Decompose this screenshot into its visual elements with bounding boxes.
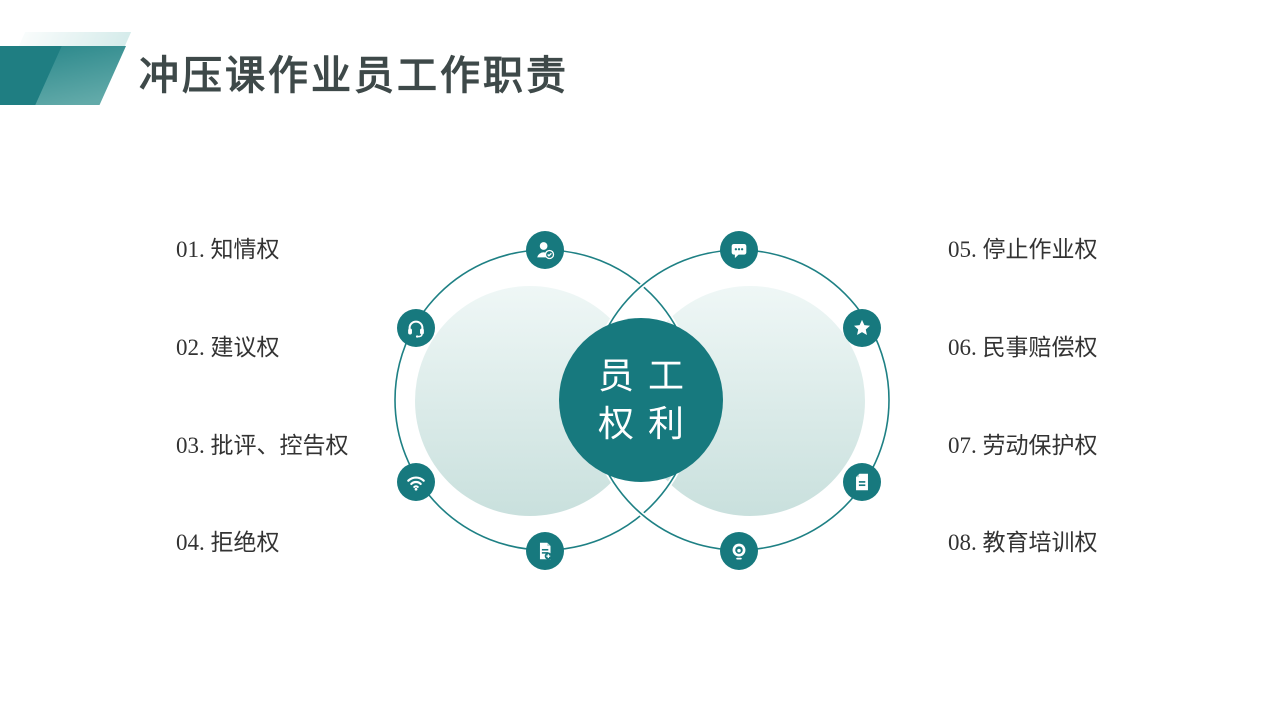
- list-item-07: 07. 劳动保护权: [948, 433, 1098, 458]
- list-item-01: 01. 知情权: [176, 237, 280, 262]
- star-icon: [843, 309, 881, 347]
- list-item-03: 03. 批评、控告权: [176, 433, 349, 458]
- document-add-icon: [526, 532, 564, 570]
- center-label: 员工 权利: [559, 320, 723, 480]
- chat-bubble-icon: [720, 231, 758, 269]
- document-lines-icon: [843, 463, 881, 501]
- list-item-04: 04. 拒绝权: [176, 530, 280, 555]
- wifi-icon: [397, 463, 435, 501]
- headset-icon: [397, 309, 435, 347]
- user-check-icon: [526, 231, 564, 269]
- list-item-06: 06. 民事赔偿权: [948, 335, 1098, 360]
- header-accent-shape: [0, 46, 126, 105]
- center-label-line1: 员工: [597, 356, 698, 396]
- center-circle: [559, 318, 723, 482]
- center-label-line2: 权利: [597, 404, 698, 444]
- page-title: 冲压课作业员工作职责: [139, 53, 569, 98]
- list-item-05: 05. 停止作业权: [948, 237, 1098, 262]
- list-item-02: 02. 建议权: [176, 335, 280, 360]
- webcam-icon: [720, 532, 758, 570]
- list-item-08: 08. 教育培训权: [948, 530, 1098, 555]
